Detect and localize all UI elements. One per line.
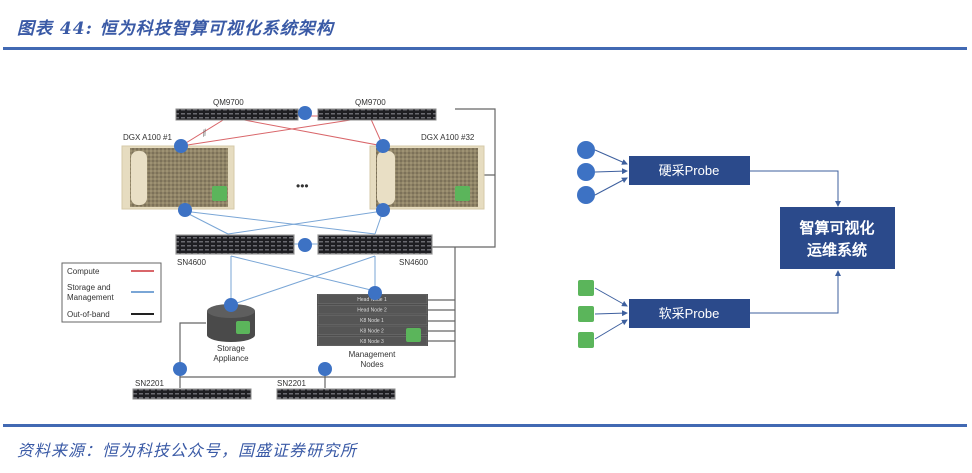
soft-source-square xyxy=(578,332,594,348)
svg-text:软采Probe: 软采Probe xyxy=(659,306,720,321)
sn4600-switch-right: SN4600 xyxy=(317,234,433,267)
figure-title: 图表 44: 恒为科技智算可视化系统架构 xyxy=(17,19,334,39)
management-node-label: K8 Node 2 xyxy=(360,328,384,334)
qm9700-switch-left: QM9700 xyxy=(175,98,299,121)
soft-source-square xyxy=(578,306,594,322)
soft-probe-marker xyxy=(455,186,470,201)
management-node-row xyxy=(317,325,428,336)
hard-source-dot xyxy=(577,163,595,181)
management-node-label: K8 Node 3 xyxy=(360,339,384,345)
svg-text:智算可视化: 智算可视化 xyxy=(799,219,874,237)
management-node-label: Head Node 1 xyxy=(357,297,387,303)
management-node-label: K8 Node 1 xyxy=(360,318,384,324)
svg-text:Management: Management xyxy=(67,293,114,302)
sn2201-switch-left: SN2201 xyxy=(132,379,252,400)
oob-dot-left xyxy=(173,362,187,376)
sn4600-switch-left: SN4600 xyxy=(175,234,295,267)
svg-text:DGX A100 #1: DGX A100 #1 xyxy=(123,133,172,142)
mgmt-port-dot xyxy=(368,286,382,300)
more-servers-ellipsis: ••• xyxy=(296,179,309,193)
svg-text:Appliance: Appliance xyxy=(213,354,249,363)
link-break-mark: ⁄⁄ xyxy=(199,127,210,139)
svg-text:Out-of-band: Out-of-band xyxy=(67,310,110,319)
svg-text:Storage: Storage xyxy=(217,344,246,353)
dgx-server-right: DGX A100 #32 xyxy=(369,133,485,217)
svg-text:SN4600: SN4600 xyxy=(177,258,206,267)
svg-text:硬采Probe: 硬采Probe xyxy=(659,163,720,178)
svg-text:SN2201: SN2201 xyxy=(277,379,306,388)
svg-text:QM9700: QM9700 xyxy=(213,98,244,107)
bottom-divider xyxy=(3,424,967,427)
management-node-row xyxy=(317,304,428,315)
svg-text:SN2201: SN2201 xyxy=(135,379,164,388)
storage-port-dot xyxy=(224,298,238,312)
hard-probe-box xyxy=(629,156,750,185)
compute-port-dot xyxy=(174,139,188,153)
svg-text:SN4600: SN4600 xyxy=(399,258,428,267)
svg-text:DGX A100 #32: DGX A100 #32 xyxy=(421,133,475,142)
dgx-server-left: DGX A100 #1 xyxy=(121,133,235,217)
soft-probe-marker xyxy=(212,186,227,201)
storage-appliance: Storage Appliance xyxy=(207,298,255,363)
storage-links xyxy=(182,210,384,306)
hard-source-dot xyxy=(577,186,595,204)
management-node-label: Head Node 2 xyxy=(357,308,387,314)
management-node-row xyxy=(317,315,428,325)
qm9700-switch-right: QM9700 xyxy=(317,98,437,121)
top-divider xyxy=(3,47,967,50)
management-nodes: Head Node 1 Head Node 2 K8 Node 1 K8 Node 2… xyxy=(317,286,428,369)
svg-text:QM9700: QM9700 xyxy=(355,98,386,107)
legend: Compute Storage and Management Out-of-ba… xyxy=(61,262,162,323)
sn2201-switch-right: SN2201 xyxy=(276,379,396,400)
storage-port-dot xyxy=(376,203,390,217)
svg-text:Management: Management xyxy=(349,350,396,359)
storage-port-dot xyxy=(178,203,192,217)
source-note: 资料来源：恒为科技公众号，国盛证券研究所 xyxy=(17,441,358,460)
svg-text:运维系统: 运维系统 xyxy=(807,241,867,259)
management-node-row xyxy=(317,336,428,346)
qm-link-dot xyxy=(298,106,312,120)
svg-text:Nodes: Nodes xyxy=(360,360,383,369)
visualization-system-box xyxy=(780,207,895,269)
soft-probe-box xyxy=(629,299,750,328)
soft-probe-marker xyxy=(406,328,421,342)
svg-text:Compute: Compute xyxy=(67,267,100,276)
hard-source-dot xyxy=(577,141,595,159)
probe-flow: 硬采Probe 软采Probe 智算可视化 运维系统 xyxy=(577,141,895,348)
soft-probe-marker xyxy=(236,321,250,334)
soft-source-square xyxy=(578,280,594,296)
compute-port-dot xyxy=(376,139,390,153)
sn4600-link-dot xyxy=(298,238,312,252)
svg-text:Storage and: Storage and xyxy=(67,283,111,292)
oob-dot-right xyxy=(318,362,332,376)
